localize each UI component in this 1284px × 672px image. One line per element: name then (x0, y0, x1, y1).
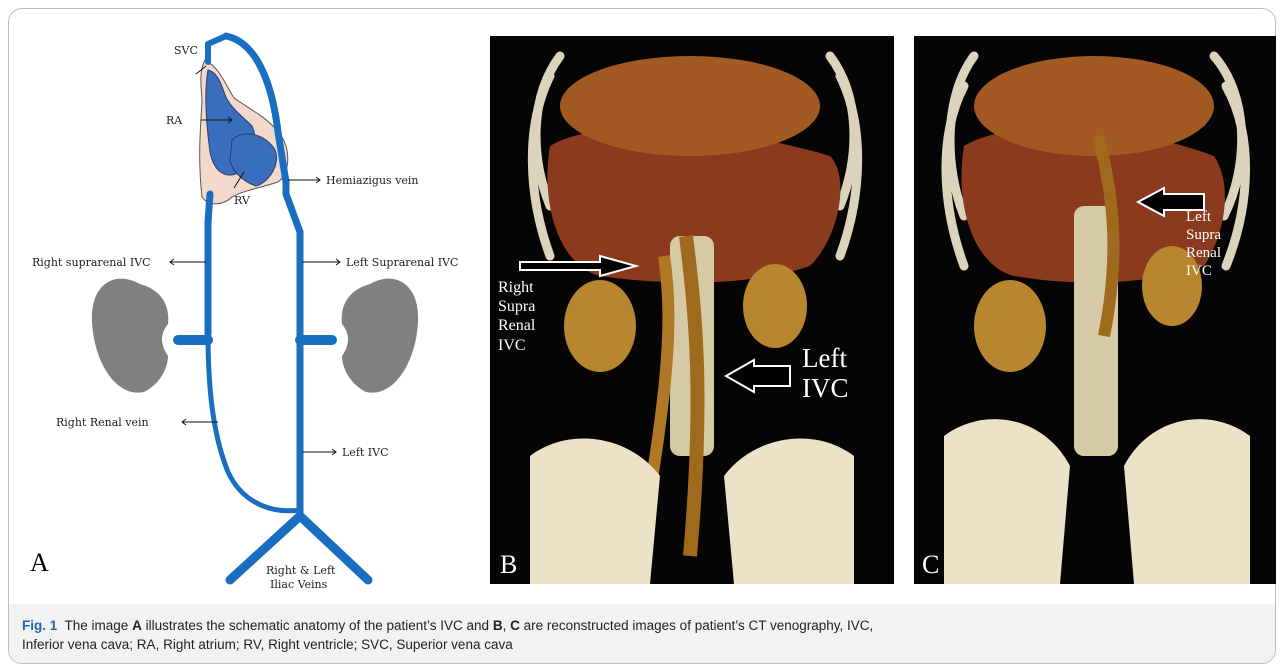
caption-text: are reconstructed images of patient’s CT… (524, 618, 874, 633)
right-kidney-c (974, 280, 1046, 372)
label-left-ivc: Left IVC (342, 446, 389, 459)
label-line: Renal (498, 316, 535, 335)
caption-fig-label: Fig. 1 (22, 618, 57, 633)
heart-vessels-b (560, 56, 820, 156)
label-iliac-line1: Right & Left (266, 564, 336, 577)
ct-render-c (914, 36, 1276, 584)
panel-b-letter: B (500, 550, 517, 580)
label-hemiazigus: Hemiazigus vein (326, 174, 419, 187)
label-left-ivc-b: Left IVC (802, 344, 849, 403)
svc-vessel (208, 36, 226, 62)
panel-a-schematic: SVC RA RV Hemiazigus vein Right supraren… (20, 22, 480, 590)
panel-a-letter: A (30, 548, 49, 578)
label-line: IVC (1186, 262, 1221, 280)
caption-panel-ref: C (510, 618, 520, 633)
caption-panel-ref: A (132, 618, 142, 633)
label-ra: RA (166, 114, 183, 127)
label-line: Supra (1186, 226, 1221, 244)
label-line: Renal (1186, 244, 1221, 262)
left-kidney (342, 279, 418, 393)
label-right-supra-renal-ivc: Right Supra Renal IVC (498, 278, 535, 355)
right-suprarenal-ivc-vessel (208, 194, 210, 334)
label-line: IVC (498, 336, 535, 355)
ct-render-b (490, 36, 894, 584)
label-iliac-line2: Iliac Veins (270, 578, 328, 590)
label-left-supra-renal-ivc: Left Supra Renal IVC (1186, 208, 1221, 280)
caption-text-line2: Inferior vena cava; RA, Right atrium; RV… (22, 637, 513, 652)
caption-text: illustrates the schematic anatomy of the… (146, 618, 489, 633)
label-line: IVC (802, 374, 849, 404)
label-line: Supra (498, 297, 535, 316)
right-kidney (92, 279, 168, 393)
label-rv: RV (234, 194, 251, 207)
label-right-renal-vein: Right Renal vein (56, 416, 149, 429)
caption-panel-ref: B (493, 618, 503, 633)
label-line: Right (498, 278, 535, 297)
label-right-suprarenal: Right suprarenal IVC (32, 256, 151, 269)
label-line: Left (802, 344, 849, 374)
label-line: Left (1186, 208, 1221, 226)
left-kidney-b (743, 264, 807, 348)
label-left-suprarenal: Left Suprarenal IVC (346, 256, 458, 269)
label-svc: SVC (174, 44, 198, 57)
panel-b-ct-image: Right Supra Renal IVC Left IVC B (490, 36, 894, 584)
caption-text: , (503, 618, 507, 633)
figure-caption: Fig. 1 The image A illustrates the schem… (22, 616, 1262, 654)
panel-c-ct-image: Left Supra Renal IVC C (914, 36, 1276, 584)
caption-text: The image (65, 618, 129, 633)
right-ivc-loop-vessel (208, 334, 300, 511)
right-kidney-b (564, 280, 636, 372)
panel-c-letter: C (922, 550, 939, 580)
